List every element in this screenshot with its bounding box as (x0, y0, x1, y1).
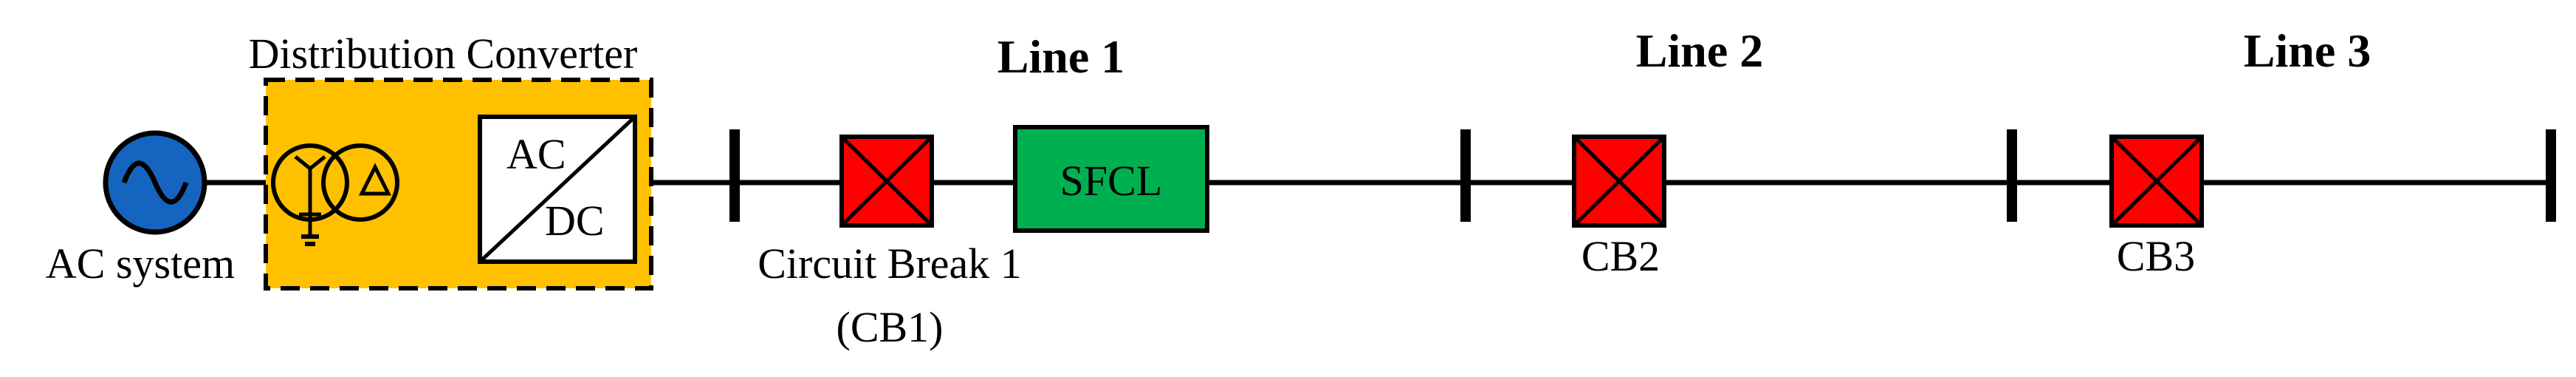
converter-dc-label: DC (545, 197, 605, 245)
cb3-label: CB3 (2117, 232, 2195, 280)
converter-ac-label: AC (506, 130, 566, 178)
circuit-breaker-cb1 (839, 135, 934, 228)
distribution-converter-label: Distribution Converter (249, 30, 638, 78)
cb2-label: CB2 (1581, 232, 1660, 280)
cb1-abbrev-label: (CB1) (837, 303, 944, 351)
sfcl-label: SFCL (1060, 157, 1163, 205)
ac-system-label: AC system (46, 240, 235, 288)
line-1-title: Line 1 (997, 30, 1124, 83)
cb1-label: Circuit Break 1 (758, 240, 1022, 288)
ac-dc-converter-icon (478, 115, 637, 264)
line-2-title: Line 2 (1636, 24, 1763, 77)
ac-source-icon (103, 130, 207, 235)
transformer-icon (271, 143, 399, 246)
sfcl-box (1013, 125, 1209, 233)
circuit-breaker-cb2 (1572, 135, 1666, 228)
circuit-breaker-cb3 (2109, 135, 2204, 228)
line-3-title: Line 3 (2244, 24, 2371, 77)
